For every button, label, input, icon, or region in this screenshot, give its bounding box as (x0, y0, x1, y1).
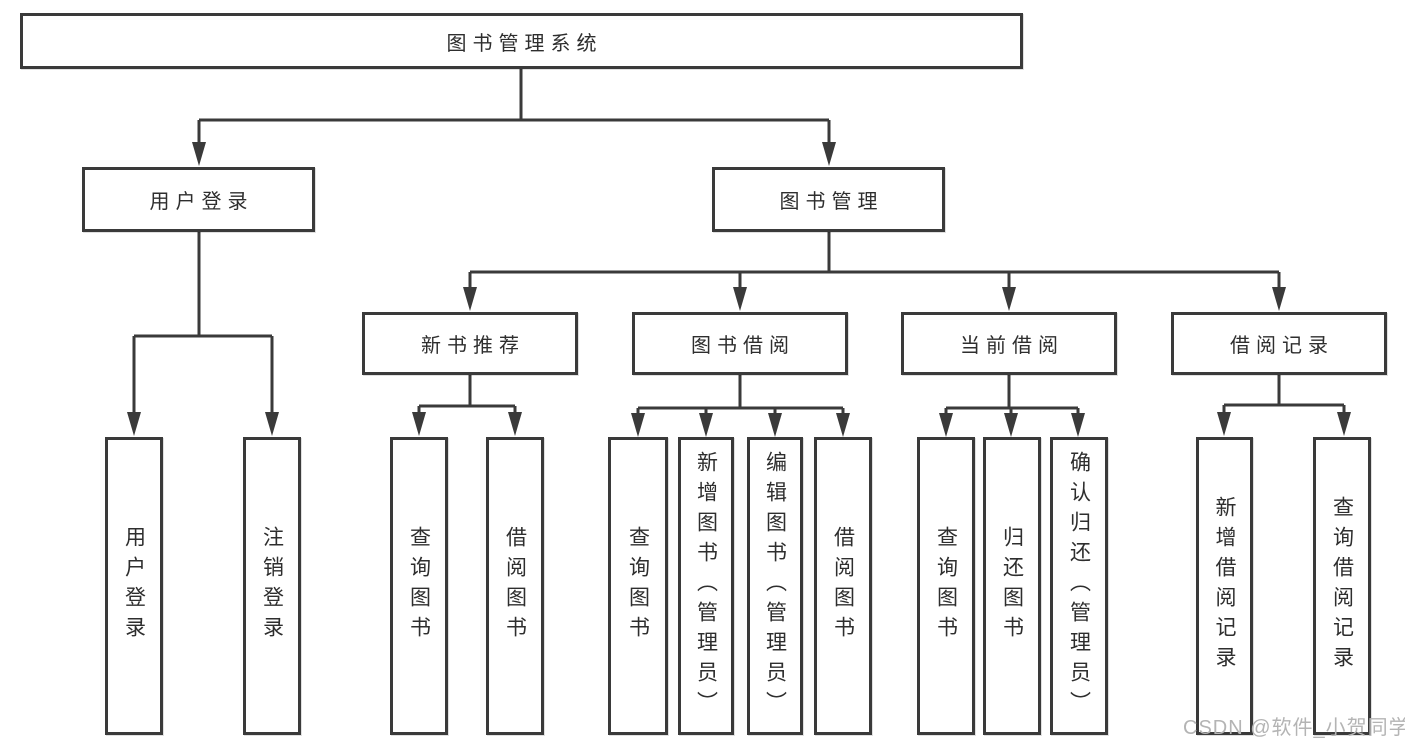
leaf-search-books-current: 查询图书 (917, 437, 975, 735)
leaf-confirm-return-admin: 确认归还（管理员） (1050, 437, 1108, 735)
node-new-book-recommendation-label: 新书推荐 (421, 335, 525, 357)
leaf-edit-books-admin-label: 编辑图书（管理员） (763, 451, 787, 721)
node-book-management-label: 图书管理 (779, 191, 884, 213)
leaf-borrow-books-label: 借阅图书 (831, 526, 855, 646)
node-current-borrowing: 当前借阅 (901, 312, 1117, 375)
leaf-return-books: 归还图书 (983, 437, 1041, 735)
leaf-add-borrow-record: 新增借阅记录 (1196, 437, 1253, 735)
leaf-search-borrow-record: 查询借阅记录 (1313, 437, 1371, 735)
node-new-book-recommendation: 新书推荐 (362, 312, 578, 375)
node-book-management: 图书管理 (712, 167, 945, 232)
node-book-borrowing-label: 图书借阅 (691, 335, 795, 357)
node-borrowing-records-label: 借阅记录 (1230, 335, 1334, 357)
leaf-borrow-books-recommendation-label: 借阅图书 (503, 526, 527, 646)
leaf-borrow-books-recommendation: 借阅图书 (486, 437, 544, 735)
leaf-borrow-books: 借阅图书 (814, 437, 872, 735)
leaf-logout: 注销登录 (243, 437, 301, 735)
root-node-label: 图书管理系统 (446, 32, 603, 55)
leaf-add-books-admin: 新增图书（管理员） (678, 437, 734, 735)
leaf-user-login-label: 用户登录 (122, 526, 146, 646)
leaf-confirm-return-admin-label: 确认归还（管理员） (1067, 451, 1091, 721)
leaf-edit-books-admin: 编辑图书（管理员） (747, 437, 803, 735)
node-book-borrowing: 图书借阅 (632, 312, 848, 375)
leaf-search-books-borrowing-label: 查询图书 (626, 526, 650, 646)
node-user-login-label: 用户登录 (149, 191, 254, 213)
leaf-logout-label: 注销登录 (260, 526, 284, 646)
node-borrowing-records: 借阅记录 (1171, 312, 1387, 375)
csdn-watermark: CSDN @软件_小贺同学 (1183, 717, 1405, 739)
leaf-add-books-admin-label: 新增图书（管理员） (694, 451, 718, 721)
leaf-return-books-label: 归还图书 (1000, 526, 1024, 646)
node-user-login: 用户登录 (82, 167, 315, 232)
root-node-library-management-system: 图书管理系统 (20, 13, 1023, 69)
leaf-search-books-recommendation: 查询图书 (390, 437, 448, 735)
leaf-user-login: 用户登录 (105, 437, 163, 735)
leaf-search-borrow-record-label: 查询借阅记录 (1330, 496, 1354, 676)
node-current-borrowing-label: 当前借阅 (960, 335, 1064, 357)
leaf-search-books-borrowing: 查询图书 (608, 437, 668, 735)
leaf-search-books-current-label: 查询图书 (934, 526, 958, 646)
leaf-add-borrow-record-label: 新增借阅记录 (1213, 496, 1236, 676)
leaf-search-books-recommendation-label: 查询图书 (407, 526, 431, 646)
